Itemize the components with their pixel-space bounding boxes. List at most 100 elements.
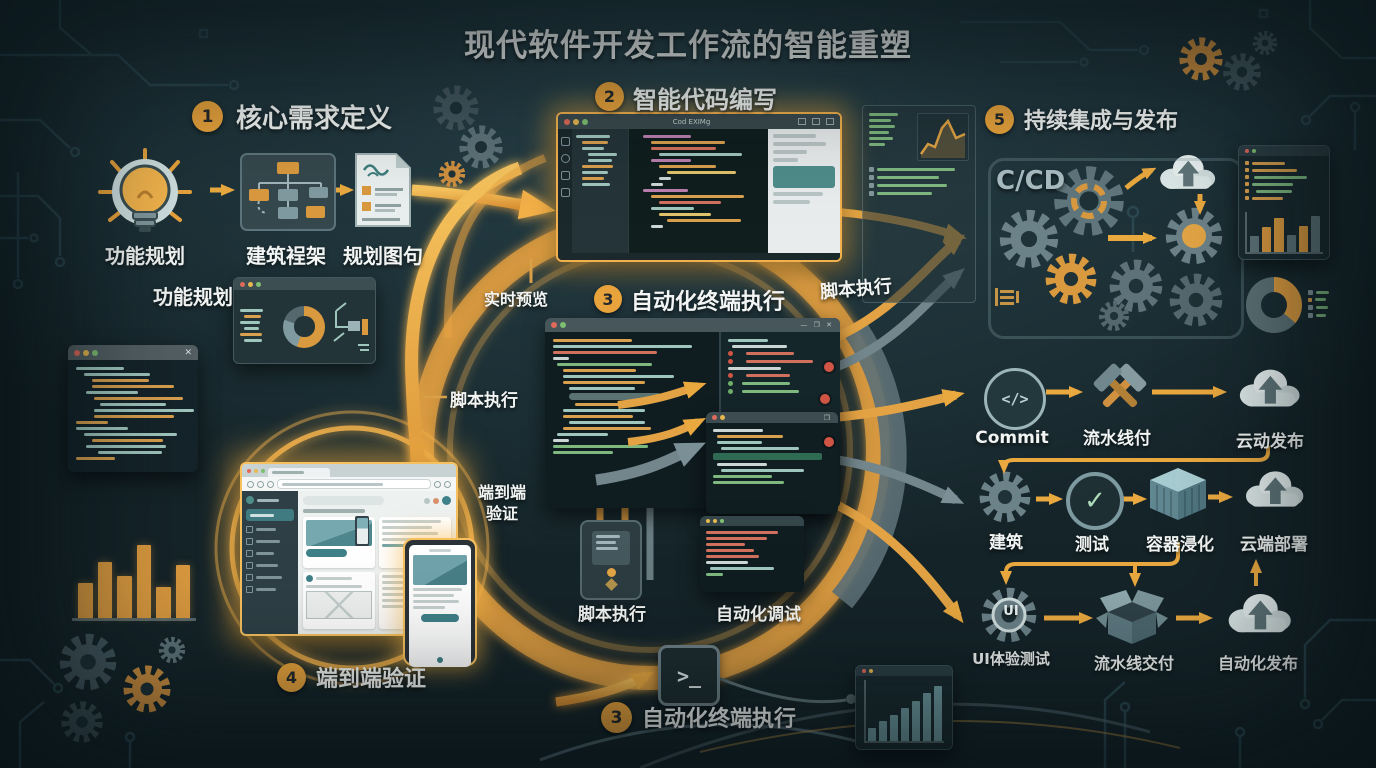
code-line: [76, 409, 195, 412]
code-line: [576, 159, 624, 162]
bottom-left-bar-chart: [72, 522, 196, 621]
close-icon: ✕: [826, 321, 834, 329]
terminal2-log: [706, 423, 838, 514]
maximize-dot-icon: [582, 118, 588, 125]
code-area: [628, 129, 768, 253]
minimize-dot-icon: [254, 468, 258, 473]
code-line: [728, 351, 833, 356]
code-line: [240, 314, 278, 318]
chart-bar: [175, 565, 190, 618]
lightbulb-icon: [98, 148, 192, 232]
sidebar-item: [246, 538, 294, 545]
code-line: [553, 415, 711, 418]
chart-bar: [97, 562, 112, 618]
label-auto-debug: 自动化调试: [716, 605, 801, 625]
edge-titlebar: [1239, 146, 1329, 156]
chart-bar: [901, 708, 909, 741]
label-cloud-deploy: 云端部署: [1240, 535, 1308, 555]
sidebar-item: [246, 562, 294, 569]
alert-icon: [433, 497, 439, 504]
code-line: [553, 409, 711, 412]
code-line: [869, 113, 912, 116]
close-dot-icon: [240, 281, 245, 287]
code-line: [643, 183, 762, 186]
donut-legend: [1308, 289, 1330, 321]
code-line: [869, 167, 969, 172]
code-line: [728, 367, 833, 370]
code-line: [76, 391, 190, 394]
step3-bottom-title: 自动化终端执行: [642, 707, 797, 732]
code-line: [643, 201, 762, 204]
chart-bar: [912, 700, 920, 741]
label-test: 测试: [1075, 535, 1109, 555]
phone-thumb-icon: [355, 516, 369, 546]
code-line: [553, 445, 711, 448]
chart-bar: [879, 721, 887, 741]
code-line: [76, 427, 190, 430]
code-line: [1245, 168, 1323, 172]
step1-badge: 1: [192, 101, 223, 132]
label-build: 建筑: [989, 533, 1023, 553]
minimize-dot-icon: [869, 669, 873, 673]
code-line: [553, 403, 711, 406]
code-line: [643, 171, 762, 174]
edge-code-window: [1238, 145, 1330, 260]
debug-log: [700, 526, 804, 592]
code-line: [706, 531, 798, 534]
maximize-dot-icon: [256, 281, 261, 287]
code-line: [869, 119, 912, 122]
assistant-suggestion-block: [773, 166, 835, 188]
code-line: [553, 363, 711, 366]
step5-badge: 5: [985, 105, 1014, 134]
bottom-right-chart-window: [855, 665, 953, 750]
code-line: [643, 213, 762, 216]
code-line: [728, 345, 833, 348]
code-line: [76, 457, 190, 460]
edge-donut-chart: [1246, 272, 1330, 338]
avatar: [442, 496, 451, 505]
chart-bar: [890, 715, 898, 741]
image-placeholder: [306, 590, 372, 619]
maximize-dot-icon: [92, 349, 98, 356]
br-titlebar: [856, 666, 952, 676]
bookmark-icon: [434, 480, 441, 488]
left-window-code: [68, 360, 198, 472]
code-line: [553, 345, 711, 348]
code-line: [576, 141, 624, 144]
minimize-dot-icon: [720, 415, 725, 420]
terminal-window-2: ❐: [706, 412, 838, 514]
code-line: [553, 451, 711, 454]
code-line: [706, 573, 798, 576]
code-line: [76, 445, 190, 448]
phone-button: [420, 614, 460, 622]
code-line: [1245, 196, 1323, 200]
debug-terminal-window: [700, 516, 804, 592]
label-pipeline-pay: 流水线付: [1083, 429, 1151, 449]
code-line: [576, 147, 624, 150]
sidebar-item: [246, 586, 294, 593]
chart-bar: [1286, 235, 1296, 252]
close-dot-icon: [551, 322, 557, 328]
phone-image: [413, 555, 467, 585]
left-window-titlebar: ✕: [68, 345, 198, 360]
notification-icon: [424, 497, 430, 504]
browser-toolbar: [242, 477, 456, 491]
code-line: [869, 191, 969, 196]
layout-icon: [798, 118, 806, 125]
chart-bar: [1310, 216, 1321, 252]
code-line: [1245, 182, 1323, 186]
error-badge: [824, 362, 834, 372]
maximize-icon: ❐: [823, 413, 832, 422]
content-card: [303, 571, 375, 629]
code-line: [553, 387, 711, 390]
minimize-dot-icon: [573, 118, 579, 125]
edge-bar-chart: [1245, 212, 1323, 254]
step3-title: 自动化终端执行: [631, 290, 786, 315]
open-box-icon: [1096, 590, 1168, 644]
hammers-icon: [1093, 363, 1147, 408]
step4-title: 端到端验证: [316, 667, 427, 692]
check-glyph: ✓: [1084, 486, 1106, 516]
search-icon: [560, 154, 570, 163]
code-line: [869, 143, 912, 146]
code-line: [576, 183, 624, 186]
